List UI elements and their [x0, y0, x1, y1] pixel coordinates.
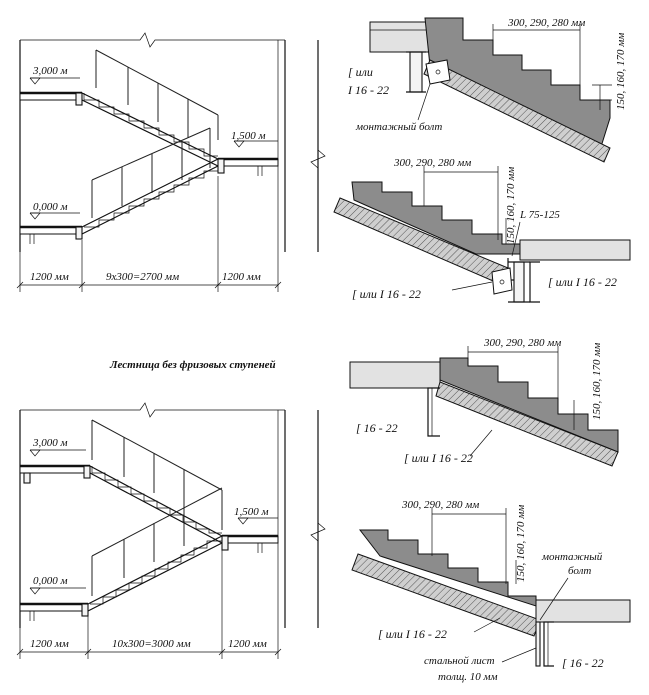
level-lower-label-2: 0,000 м	[33, 575, 68, 587]
tread-label-4: 300, 290, 280 мм	[401, 499, 479, 511]
dim-right-label-2: 1200 мм	[228, 638, 267, 650]
bolt-label-4b: болт	[568, 565, 591, 577]
stair-section-top: 3,000 м 1,500 м 0,000 м 1200 мм 9х300=27…	[16, 32, 326, 292]
riser-label-1: 150, 160, 170 мм	[615, 33, 627, 110]
bolt-label-1: монтажный болт	[355, 121, 442, 133]
detail-2: 300, 290, 280 мм 150, 160, 170 мм L 75-1…	[333, 157, 631, 303]
tread-label-1: 300, 290, 280 мм	[507, 17, 585, 29]
detail-1: 300, 290, 280 мм 150, 160, 170 мм [ или …	[347, 17, 627, 163]
detail-3: 300, 290, 280 мм 150, 160, 170 мм [ 16 -…	[349, 337, 619, 467]
riser-label-2: 150, 160, 170 мм	[505, 167, 517, 244]
bolt-label-4a: монтажный	[541, 551, 603, 563]
level-upper-label: 3,000 м	[32, 65, 68, 77]
profile-label-2-left: [ или I 16 - 22	[352, 287, 421, 301]
profile-label-4-left: [ или I 16 - 22	[378, 627, 447, 641]
profile-label-2-right: [ или I 16 - 22	[548, 275, 617, 289]
section-caption: Лестница без фризовых ступеней	[109, 359, 276, 371]
profile-label-3-bottom: [ или I 16 - 22	[404, 451, 473, 465]
profile-label-1b: I 16 - 22	[347, 83, 389, 97]
dim-left-label: 1200 мм	[30, 271, 69, 283]
plate-label-4b: толщ. 10 мм	[438, 671, 498, 683]
profile-label-4-right: [ 16 - 22	[562, 656, 604, 670]
level-lower-label: 0,000 м	[33, 201, 68, 213]
tread-label-2: 300, 290, 280 мм	[393, 157, 471, 169]
detail-4: 300, 290, 280 мм 150, 160, 170 мм монтаж…	[351, 499, 631, 683]
profile-label-3-left: [ 16 - 22	[356, 421, 398, 435]
level-mid-label: 1,500 м	[231, 130, 266, 142]
level-mid-label-2: 1,500 м	[234, 506, 269, 518]
riser-label-3: 150, 160, 170 мм	[591, 343, 603, 420]
dim-center-label-2: 10х300=3000 мм	[112, 638, 191, 650]
riser-label-4: 150, 160, 170 мм	[515, 505, 527, 582]
stair-section-bottom: 3,000 м 1,500 м 0,000 м 1200 мм 10х300=3…	[16, 402, 326, 659]
tread-label-3: 300, 290, 280 мм	[483, 337, 561, 349]
dim-left-label-2: 1200 мм	[30, 638, 69, 650]
level-upper-label-2: 3,000 м	[32, 437, 68, 449]
dim-right-label: 1200 мм	[222, 271, 261, 283]
dim-center-label: 9х300=2700 мм	[106, 271, 179, 283]
profile-label-1a: [ или	[348, 65, 373, 79]
angle-label-2: L 75-125	[519, 209, 560, 221]
plate-label-4a: стальной лист	[424, 655, 495, 667]
